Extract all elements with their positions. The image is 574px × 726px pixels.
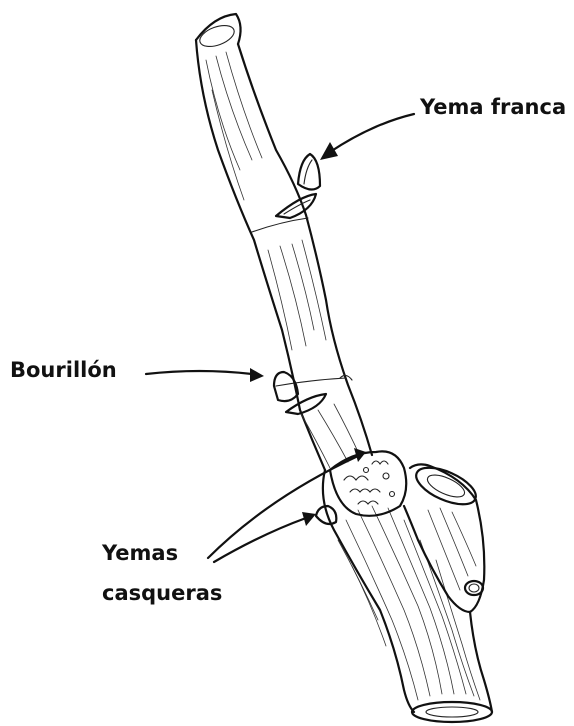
label-yemas: Yemas: [101, 541, 178, 565]
bourillon-bud: [274, 372, 352, 414]
casqueras-crown: [316, 451, 406, 524]
label-bourillon: Bourillón: [10, 358, 117, 382]
label-yemas-casqueras-group: Yemas casqueras: [101, 448, 366, 605]
label-bourillon-group: Bourillón: [10, 358, 264, 382]
label-yema-franca: Yema franca: [419, 95, 566, 119]
side-spur: [404, 460, 484, 612]
label-yema-franca-group: Yema franca: [320, 95, 566, 160]
old-wood-base: [323, 470, 492, 722]
label-casqueras: casqueras: [102, 581, 222, 605]
